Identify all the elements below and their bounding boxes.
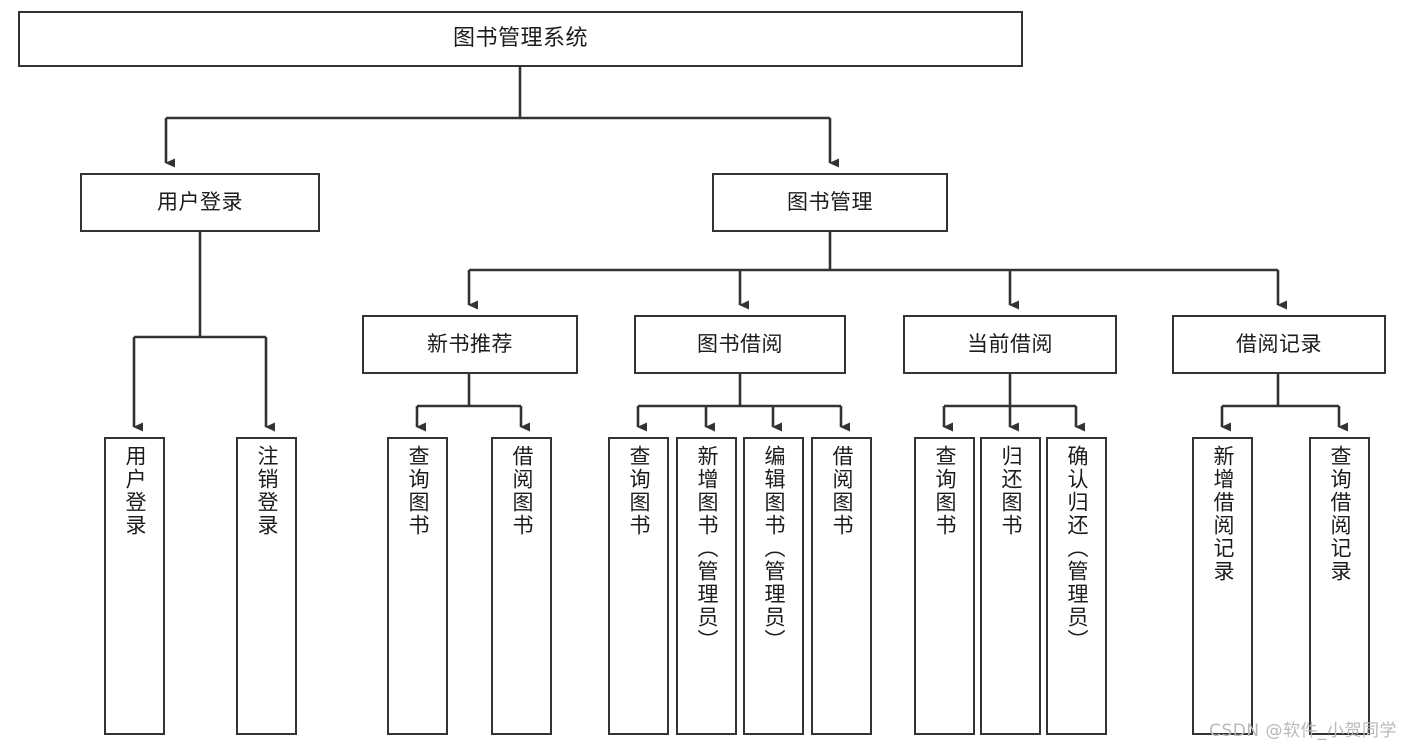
node-leaf-query-book-current[interactable]: 查询图书 [914, 437, 975, 735]
node-leaf-borrow-book-label: 借阅图书 [830, 445, 854, 537]
node-root-system[interactable]: 图书管理系统 [18, 11, 1023, 67]
node-leaf-borrow-book-recommend-label: 借阅图书 [510, 445, 534, 537]
node-leaf-query-book-current-label: 查询图书 [933, 445, 957, 537]
node-leaf-add-borrow-record-label: 新增借阅记录 [1211, 445, 1235, 583]
node-current-borrow-label: 当前借阅 [967, 331, 1053, 356]
node-user-login[interactable]: 用户登录 [80, 173, 320, 232]
node-leaf-query-book-recommend[interactable]: 查询图书 [387, 437, 448, 735]
node-leaf-user-login-label: 用户登录 [123, 445, 147, 537]
node-leaf-confirm-return-admin[interactable]: 确认归还（管理员） [1046, 437, 1107, 735]
node-borrow-record[interactable]: 借阅记录 [1172, 315, 1386, 374]
node-leaf-add-borrow-record[interactable]: 新增借阅记录 [1192, 437, 1253, 735]
node-leaf-edit-book-admin-label: 编辑图书（管理员） [762, 445, 786, 652]
node-leaf-add-book-admin-label: 新增图书（管理员） [695, 445, 719, 652]
node-leaf-borrow-book[interactable]: 借阅图书 [811, 437, 872, 735]
node-user-login-label: 用户登录 [157, 189, 243, 214]
node-borrow-record-label: 借阅记录 [1236, 331, 1322, 356]
node-leaf-confirm-return-admin-label: 确认归还（管理员） [1065, 445, 1089, 652]
node-leaf-query-book-recommend-label: 查询图书 [406, 445, 430, 537]
node-book-management[interactable]: 图书管理 [712, 173, 948, 232]
node-leaf-user-login[interactable]: 用户登录 [104, 437, 165, 735]
node-new-book-recommend[interactable]: 新书推荐 [362, 315, 578, 374]
node-book-borrow[interactable]: 图书借阅 [634, 315, 846, 374]
node-leaf-return-book[interactable]: 归还图书 [980, 437, 1041, 735]
node-leaf-return-book-label: 归还图书 [999, 445, 1023, 537]
node-leaf-query-book-borrow-label: 查询图书 [627, 445, 651, 537]
node-leaf-logout-label: 注销登录 [255, 445, 279, 537]
node-book-management-label: 图书管理 [787, 189, 873, 214]
node-leaf-logout[interactable]: 注销登录 [236, 437, 297, 735]
node-book-borrow-label: 图书借阅 [697, 331, 783, 356]
node-current-borrow[interactable]: 当前借阅 [903, 315, 1117, 374]
node-new-book-recommend-label: 新书推荐 [427, 331, 513, 356]
node-leaf-edit-book-admin[interactable]: 编辑图书（管理员） [743, 437, 804, 735]
node-leaf-query-borrow-record-label: 查询借阅记录 [1328, 445, 1352, 583]
node-leaf-borrow-book-recommend[interactable]: 借阅图书 [491, 437, 552, 735]
node-leaf-query-book-borrow[interactable]: 查询图书 [608, 437, 669, 735]
csdn-watermark: CSDN @软件_小贺同学 [1209, 721, 1397, 741]
node-leaf-add-book-admin[interactable]: 新增图书（管理员） [676, 437, 737, 735]
node-leaf-query-borrow-record[interactable]: 查询借阅记录 [1309, 437, 1370, 735]
node-root-system-label: 图书管理系统 [452, 26, 588, 52]
